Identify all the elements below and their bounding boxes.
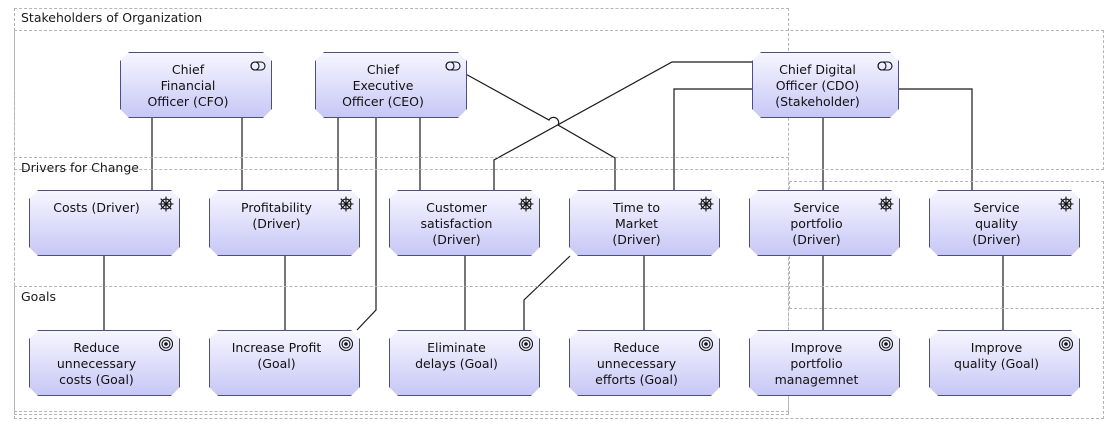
node-driver-costs[interactable]: Costs (Driver) <box>29 190 180 256</box>
node-label: Profitability (Driver) <box>241 200 312 231</box>
stakeholder-icon <box>877 58 893 74</box>
group-stakeholders-extension <box>14 30 1104 170</box>
driver-icon <box>1058 196 1074 212</box>
connector-cdo-customer <box>493 61 752 190</box>
node-stakeholder-cdo[interactable]: Chief Digital Officer (CDO) (Stakeholder… <box>752 52 899 118</box>
node-label: Improve quality (Goal) <box>954 340 1039 371</box>
node-goal-reduce-costs[interactable]: Reduce unnecessary costs (Goal) <box>29 330 180 396</box>
group-title-goals: Goals <box>21 289 56 304</box>
driver-icon <box>518 196 534 212</box>
driver-icon <box>158 196 174 212</box>
node-driver-profitability[interactable]: Profitability (Driver) <box>209 190 360 256</box>
node-label: Eliminate delays (Goal) <box>415 340 498 371</box>
goal-icon <box>518 336 534 352</box>
stakeholder-icon <box>250 58 266 74</box>
group-title-stakeholders: Stakeholders of Organization <box>21 10 203 25</box>
node-goal-improve-portfolio[interactable]: Improve portfolio managemnet <box>749 330 900 396</box>
connector-time-to-market-eliminate <box>523 255 571 330</box>
node-driver-customer-satisfaction[interactable]: Customer satisfaction (Driver) <box>389 190 540 256</box>
node-driver-service-portfolio[interactable]: Service portfolio (Driver) <box>749 190 900 256</box>
goal-icon <box>1058 336 1074 352</box>
connector-ceo-increase-profit <box>356 118 377 331</box>
goal-icon <box>338 336 354 352</box>
node-label: Increase Profit (Goal) <box>231 340 322 371</box>
node-driver-time-to-market[interactable]: Time to Market (Driver) <box>569 190 720 256</box>
goal-icon <box>698 336 714 352</box>
connector-cdo-time-to-market <box>673 88 752 190</box>
node-label: Improve portfolio managemnet <box>774 340 859 387</box>
node-label: Reduce unnecessary costs (Goal) <box>56 340 137 387</box>
node-label: Chief Digital Officer (CDO) (Stakeholder… <box>775 62 860 109</box>
node-goal-increase-profit[interactable]: Increase Profit (Goal) <box>209 330 360 396</box>
node-label: Costs (Driver) <box>53 200 140 215</box>
driver-icon <box>878 196 894 212</box>
node-label: Customer satisfaction (Driver) <box>420 200 493 247</box>
node-label: Chief Executive Officer (CEO) <box>342 62 424 109</box>
group-drivers <box>14 157 789 412</box>
node-label: Reduce unnecessary efforts (Goal) <box>595 340 678 387</box>
node-stakeholder-cfo[interactable]: Chief Financial Officer (CFO) <box>120 52 272 118</box>
node-label: Service quality (Driver) <box>972 200 1021 247</box>
node-driver-service-quality[interactable]: Service quality (Driver) <box>929 190 1080 256</box>
driver-icon <box>338 196 354 212</box>
group-goals <box>14 286 1104 419</box>
goal-icon <box>158 336 174 352</box>
driver-icon <box>698 196 714 212</box>
node-goal-improve-quality[interactable]: Improve quality (Goal) <box>929 330 1080 396</box>
node-label: Time to Market (Driver) <box>612 200 661 247</box>
node-label: Chief Financial Officer (CFO) <box>147 62 229 109</box>
connector-cdo-service-quality <box>898 88 973 190</box>
node-label: Service portfolio (Driver) <box>790 200 843 247</box>
goal-icon <box>878 336 894 352</box>
stakeholder-icon <box>445 58 461 74</box>
node-stakeholder-ceo[interactable]: Chief Executive Officer (CEO) <box>315 52 467 118</box>
node-goal-eliminate-delays[interactable]: Eliminate delays (Goal) <box>389 330 540 396</box>
group-title-drivers: Drivers for Change <box>21 160 139 175</box>
node-goal-reduce-efforts[interactable]: Reduce unnecessary efforts (Goal) <box>569 330 720 396</box>
